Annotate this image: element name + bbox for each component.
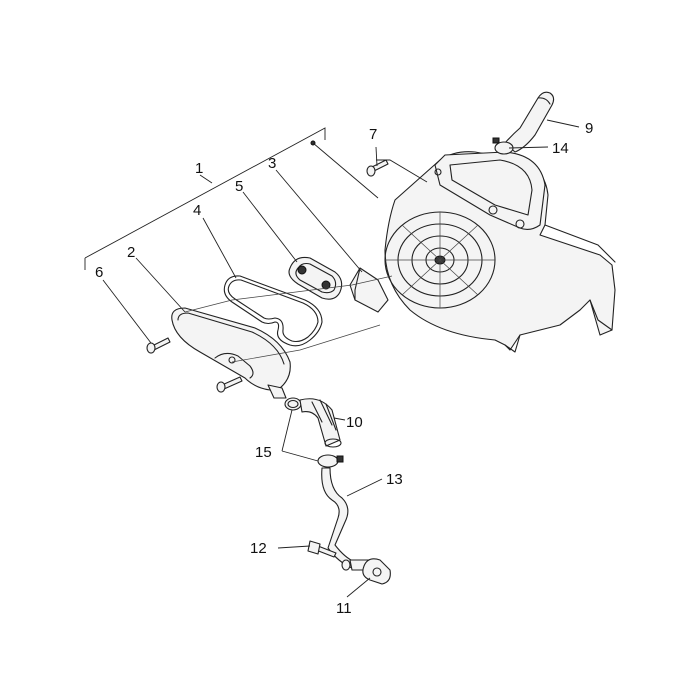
part-5-seal-plate (288, 256, 343, 300)
part-7-screw (366, 159, 389, 177)
callout-10: 10 (346, 414, 363, 431)
part-2-cover (171, 307, 291, 399)
part-15-clamp-upper (284, 397, 302, 411)
callout-11: 11 (336, 600, 352, 617)
assembly-bracket (84, 127, 326, 270)
callout-14: 14 (552, 140, 569, 157)
part-10-elbow-hose (299, 398, 342, 448)
callout-3: 3 (268, 155, 276, 172)
callout-13: 13 (386, 471, 403, 488)
part-9-hose (504, 91, 555, 153)
part-12-screw (307, 540, 337, 558)
callout-4: 4 (193, 202, 201, 219)
callout-7: 7 (369, 126, 377, 143)
callout-2: 2 (127, 244, 135, 261)
part-6-screw-upper (146, 337, 171, 354)
fan-cover-housing (384, 151, 616, 353)
callout-1: 1 (195, 160, 203, 177)
callout-6: 6 (95, 264, 103, 281)
part-15-clamp-lower (317, 454, 344, 468)
leader-lines (102, 119, 580, 598)
part-4-gasket (223, 275, 323, 347)
part-6-screw-lower (216, 376, 243, 393)
callout-15: 15 (255, 444, 272, 461)
part-13-pipe (321, 467, 375, 571)
callout-9: 9 (585, 120, 593, 137)
callout-5: 5 (235, 178, 243, 195)
callout-labels: 1 2 3 4 5 6 7 9 10 11 12 13 14 15 (95, 120, 593, 617)
callout-12: 12 (250, 540, 267, 557)
part-3-filter (349, 267, 389, 313)
